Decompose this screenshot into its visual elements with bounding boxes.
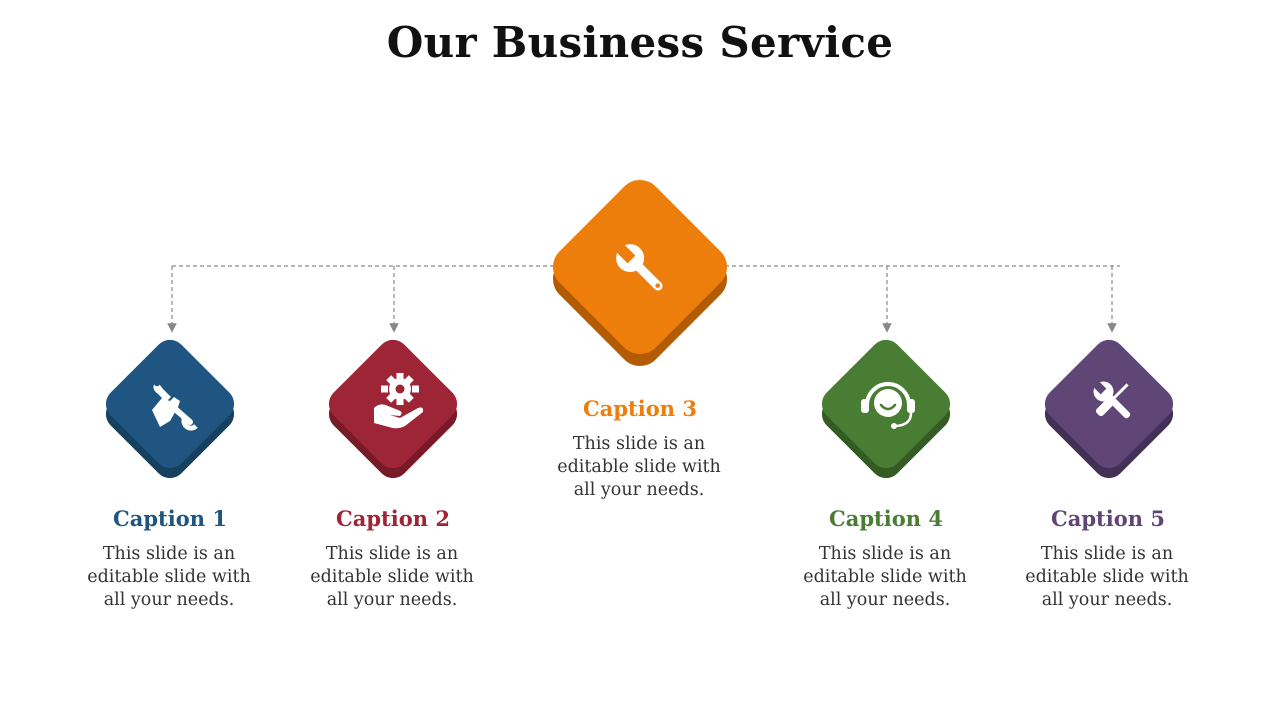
diamond-2 — [328, 339, 458, 479]
caption-4-text: This slide is an editable slide with all… — [803, 544, 967, 610]
wrench-icon — [613, 241, 663, 291]
diamond-4 — [821, 339, 951, 479]
caption-3: Caption 3 — [583, 396, 697, 421]
caption-3-text: This slide is an editable slide with all… — [557, 434, 721, 500]
connector-lines — [167, 265, 1120, 333]
screwdriver-wrench-icon — [1092, 380, 1131, 419]
caption-1: Caption 1 — [113, 506, 227, 531]
caption-2: Caption 2 — [336, 506, 450, 531]
slide-title: Our Business Service — [386, 18, 894, 67]
caption-4: Caption 4 — [829, 506, 943, 531]
hand-wrench-icon — [152, 379, 198, 431]
diamond-5 — [1044, 339, 1174, 479]
caption-5: Caption 5 — [1051, 506, 1165, 531]
diamond-1 — [105, 339, 235, 479]
caption-1-text: This slide is an editable slide with all… — [87, 544, 251, 610]
caption-5-text: This slide is an editable slide with all… — [1025, 544, 1189, 610]
caption-2-text: This slide is an editable slide with all… — [310, 544, 474, 610]
diamond-3 — [552, 179, 728, 367]
headset-icon — [861, 382, 915, 429]
